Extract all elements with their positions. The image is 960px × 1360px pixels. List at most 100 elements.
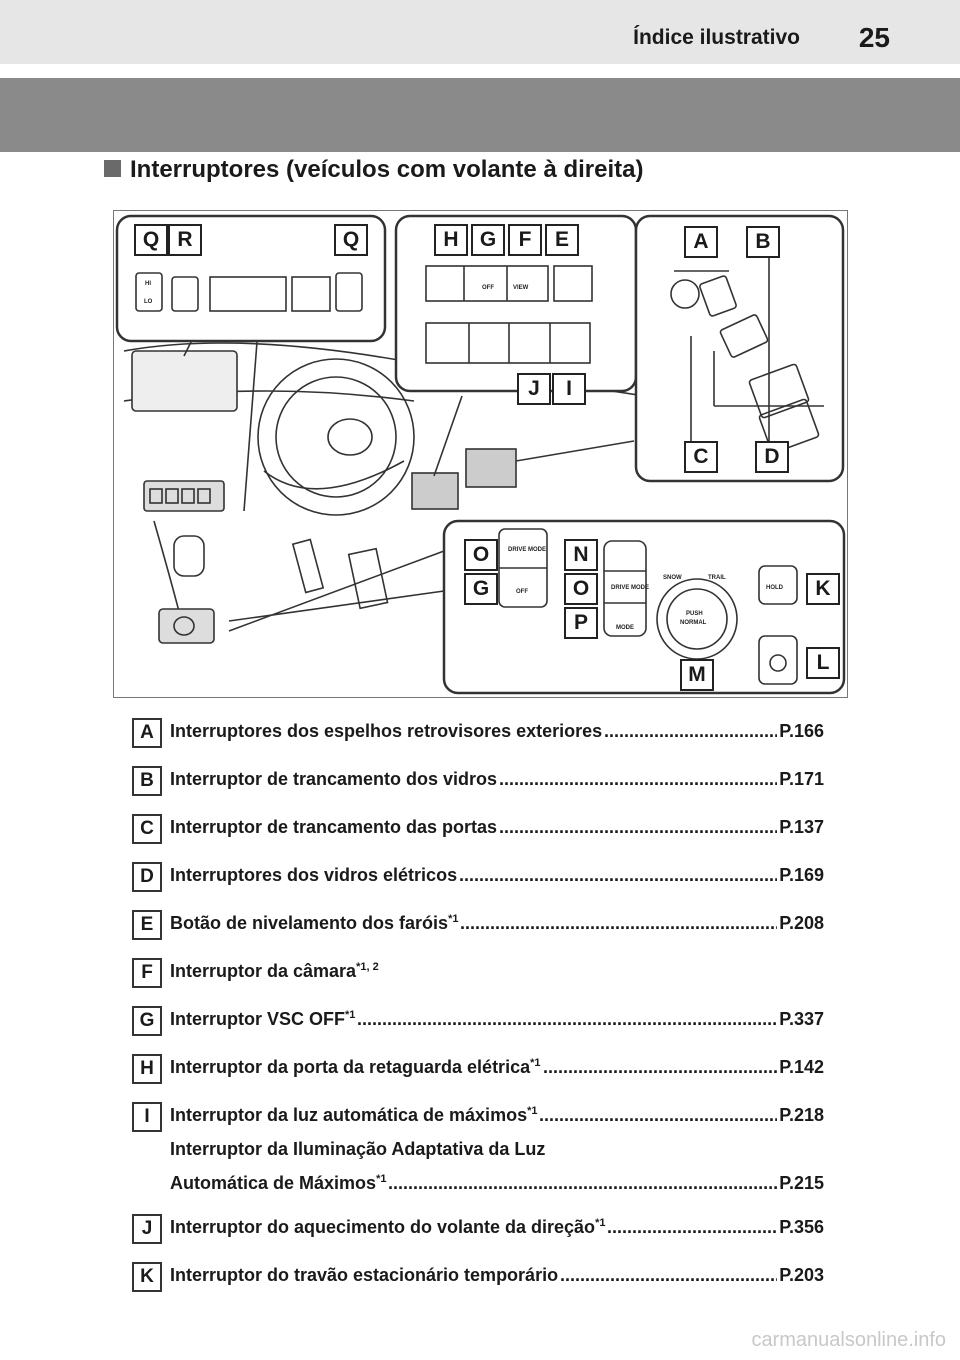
dashboard-line-drawing: DRIVE MODE OFF DRIVE MODE MODE SNOW TRAI… [115, 214, 846, 695]
list-item: J Interruptor do aquecimento do volante d… [132, 1214, 832, 1244]
switches-illustration: DRIVE MODE OFF DRIVE MODE MODE SNOW TRAI… [113, 210, 848, 698]
page-reference-link[interactable]: P.356 [779, 1217, 824, 1237]
item-text: Interruptor de trancamento das portas [170, 817, 498, 837]
label-l: L [806, 647, 840, 679]
item-text: Interruptor do aquecimento do volante da… [170, 1217, 606, 1237]
item-key-label: A [132, 718, 162, 748]
label-b: B [746, 226, 780, 258]
item-key-label: E [132, 910, 162, 940]
label-o-2: O [564, 573, 598, 605]
footnote-marker: *1 [527, 1105, 538, 1117]
label-p: P [564, 607, 598, 639]
lo-text: LO [144, 299, 153, 305]
item-text: Interruptor da porta da retaguarda elétr… [170, 1057, 541, 1077]
page-reference-link[interactable]: P.215 [779, 1173, 824, 1193]
page-header-bar [0, 0, 960, 64]
label-j: J [517, 373, 551, 405]
leader-dots: ........................................… [459, 865, 777, 885]
label-c: C [684, 441, 718, 473]
page-reference-link[interactable]: P.166 [779, 721, 824, 741]
bullet-square-icon [104, 160, 121, 177]
page-reference-link[interactable]: P.142 [779, 1057, 824, 1077]
item-key-label: K [132, 1262, 162, 1292]
label-h: H [434, 224, 468, 256]
vsc-off-text: OFF [482, 285, 494, 291]
page-reference-link[interactable]: P.171 [779, 769, 824, 789]
footnote-marker: *1 [530, 1057, 541, 1069]
leader-dots: ........................................… [607, 1217, 777, 1237]
list-item: D Interruptores dos vidros elétricos P.169… [132, 862, 832, 892]
label-m: M [680, 659, 714, 691]
item-key-label: C [132, 814, 162, 844]
footnote-marker: *1 [345, 1009, 356, 1021]
label-f: F [508, 224, 542, 256]
leader-dots: ........................................… [460, 913, 777, 933]
item-key-label: I [132, 1102, 162, 1132]
label-k: K [806, 573, 840, 605]
snow-text: SNOW [663, 575, 682, 581]
list-item: Automática de Máximos*1 P.215............… [132, 1170, 832, 1200]
list-item: I Interruptor da luz automática de máximo… [132, 1102, 832, 1132]
label-q-2: Q [334, 224, 368, 256]
off-text: OFF [516, 589, 528, 595]
section-header: Índice ilustrativo [633, 26, 800, 49]
item-text: Interruptores dos espelhos retrovisores … [170, 721, 603, 741]
label-q: Q [134, 224, 168, 256]
item-key-label: J [132, 1214, 162, 1244]
item-text: Interruptor da luz automática de máximos… [170, 1105, 538, 1125]
page-reference-link[interactable]: P.208 [779, 913, 824, 933]
label-r: R [168, 224, 202, 256]
label-n: N [564, 539, 598, 571]
page-reference-link[interactable]: P.137 [779, 817, 824, 837]
item-text: Interruptor do travão estacionário tempo… [170, 1265, 559, 1285]
ev-mode-text: MODE [616, 625, 634, 631]
leader-dots: ........................................… [388, 1173, 777, 1193]
label-g-2: G [464, 573, 498, 605]
page-number: 25 [858, 22, 890, 53]
list-item: H Interruptor da porta da retaguarda elét… [132, 1054, 832, 1084]
item-text: Interruptor de trancamento dos vidros [170, 769, 498, 789]
label-d: D [755, 441, 789, 473]
page-reference-link[interactable]: P.203 [779, 1265, 824, 1285]
hi-text: HI [145, 281, 151, 287]
drive-mode-text: DRIVE MODE [508, 547, 546, 553]
list-item: E Botão de nivelamento dos faróis*1 P.208.… [132, 910, 832, 940]
footnote-marker: *1 [595, 1217, 606, 1229]
item-key-label: H [132, 1054, 162, 1084]
list-item: K Interruptor do travão estacionário temp… [132, 1262, 832, 1292]
footnote-marker: *1 [376, 1173, 387, 1185]
page-reference-link[interactable]: P.218 [779, 1105, 824, 1125]
item-text: Interruptores dos vidros elétricos [170, 865, 458, 885]
item-text: Botão de nivelamento dos faróis*1 [170, 913, 459, 933]
item-text: Interruptor da Iluminação Adaptativa da … [170, 1139, 546, 1159]
label-o: O [464, 539, 498, 571]
item-text: Automática de Máximos*1 [170, 1173, 387, 1193]
leader-dots: ........................................… [499, 769, 777, 789]
leader-dots: ........................................… [560, 1265, 777, 1285]
view-text: VIEW [513, 285, 529, 291]
label-g: G [471, 224, 505, 256]
leader-dots: ........................................… [539, 1105, 777, 1125]
leader-dots: ........................................… [604, 721, 777, 741]
push-text: PUSH [686, 611, 703, 617]
page-reference-link[interactable]: P.337 [779, 1009, 824, 1029]
footnote-marker: *1 [448, 913, 459, 925]
drive-mode-text-2: DRIVE MODE [611, 585, 649, 591]
section-title: Interruptores (veículos com volante à di… [104, 156, 643, 184]
leader-dots: ........................................… [357, 1009, 777, 1029]
footnote-marker: *1, 2 [356, 961, 379, 973]
item-key-label: F [132, 958, 162, 988]
list-item: A Interruptores dos espelhos retrovisores… [132, 718, 832, 748]
list-item: F Interruptor da câmara*1, 2 [132, 958, 832, 988]
list-item: C Interruptor de trancamento das portas P.… [132, 814, 832, 844]
normal-text: NORMAL [680, 620, 707, 626]
leader-dots: ........................................… [499, 817, 777, 837]
item-key-label: G [132, 1006, 162, 1036]
header-band [0, 78, 960, 152]
item-text: Interruptor da câmara*1, 2 [170, 961, 379, 981]
label-e: E [545, 224, 579, 256]
page-reference-link[interactable]: P.169 [779, 865, 824, 885]
item-key-label: D [132, 862, 162, 892]
